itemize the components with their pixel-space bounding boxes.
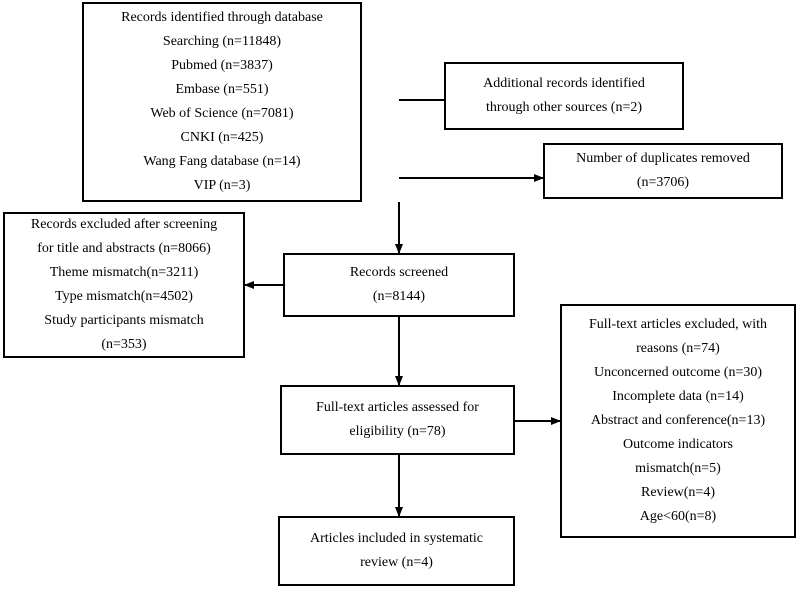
fulltext-assessed-box: Full-text articles assessed for eligibil… — [280, 385, 515, 455]
fulltext-excluded-box: Full-text articles excluded, with reason… — [560, 304, 796, 538]
identified-line: VIP (n=3) — [193, 178, 251, 193]
duplicates-line: Number of duplicates removed — [576, 151, 750, 166]
excluded-screening-line: Theme mismatch(n=3211) — [49, 265, 199, 280]
excluded-screening-line: (n=353) — [101, 337, 147, 352]
fulltext-excluded-line: Unconcerned outcome (n=30) — [593, 365, 763, 380]
duplicates-removed-box: Number of duplicates removed (n=3706) — [543, 143, 783, 199]
excluded-screening-line: Study participants mismatch — [44, 313, 204, 328]
included-line: Articles included in systematic — [309, 531, 483, 546]
included-line: review (n=4) — [360, 555, 433, 570]
identified-line: Wang Fang database (n=14) — [143, 154, 301, 169]
fulltext-excluded-line: Abstract and conference(n=13) — [590, 413, 766, 428]
assessed-line: Full-text articles assessed for — [316, 400, 479, 415]
additional-line: through other sources (n=2) — [485, 100, 643, 115]
excluded-screening-line: Type mismatch(n=4502) — [55, 289, 193, 304]
identified-line: Records identified through database — [121, 10, 323, 25]
fulltext-excluded-line: Full-text articles excluded, with — [588, 317, 768, 332]
records-excluded-screening-box: Records excluded after screening for tit… — [3, 212, 245, 358]
screened-line: (n=8144) — [372, 289, 426, 304]
screened-line: Records screened — [349, 265, 449, 280]
records-identified-box: Records identified through database Sear… — [82, 2, 362, 202]
fulltext-excluded-line: Age<60(n=8) — [639, 509, 717, 524]
fulltext-excluded-line: Incomplete data (n=14) — [612, 389, 744, 404]
excluded-screening-line: Records excluded after screening — [30, 217, 218, 232]
additional-records-box: Additional records identified through ot… — [444, 62, 684, 130]
fulltext-excluded-line: reasons (n=74) — [636, 341, 720, 356]
identified-line: Pubmed (n=3837) — [171, 58, 273, 73]
records-screened-box: Records screened (n=8144) — [283, 253, 515, 317]
articles-included-box: Articles included in systematic review (… — [278, 516, 515, 586]
excluded-screening-line: for title and abstracts (n=8066) — [37, 241, 211, 256]
identified-line: Web of Science (n=7081) — [150, 106, 294, 121]
additional-line: Additional records identified — [483, 76, 645, 91]
identified-line: Searching (n=11848) — [162, 34, 282, 49]
identified-line: Embase (n=551) — [175, 82, 269, 97]
duplicates-line: (n=3706) — [636, 175, 690, 190]
assessed-line: eligibility (n=78) — [349, 424, 446, 439]
fulltext-excluded-line: mismatch(n=5) — [635, 461, 721, 476]
fulltext-excluded-line: Review(n=4) — [641, 485, 715, 500]
identified-line: CNKI (n=425) — [180, 130, 264, 145]
fulltext-excluded-line: Outcome indicators — [622, 437, 734, 452]
